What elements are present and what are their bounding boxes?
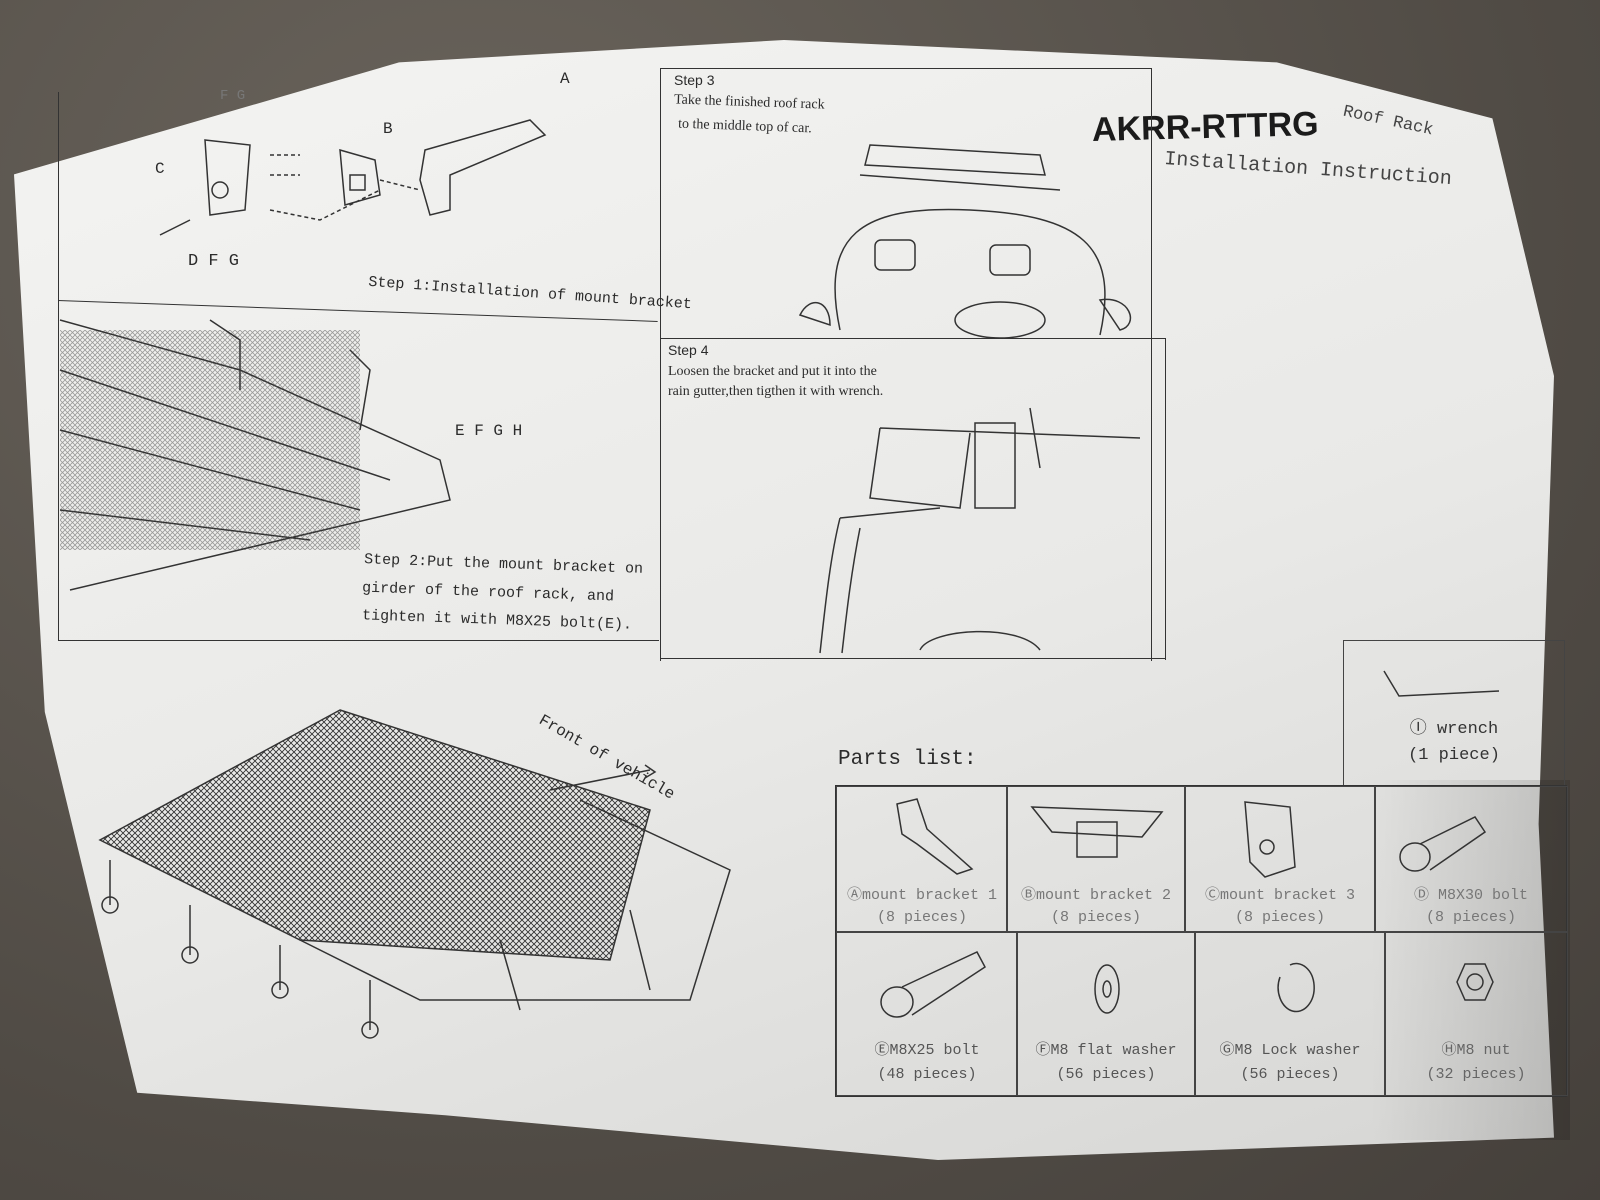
part-cell: ⒻM8 flat washer (56 pieces) (1016, 931, 1196, 1096)
parts-list-heading: Parts list: (838, 748, 977, 771)
step4-line1: Loosen the bracket and put it into the (668, 364, 877, 379)
part-name: Ⓓ M8X30 bolt (1413, 887, 1529, 904)
divider (660, 658, 1165, 659)
nut-icon (1456, 963, 1494, 1001)
part-cell-wrench: Ⓘ wrench (1 piece) (1343, 640, 1565, 787)
part-qty: (56 pieces) (1240, 1066, 1340, 1083)
part-name: ⒼM8 Lock washer (1219, 1042, 1361, 1059)
part-cell: ⒼM8 Lock washer (56 pieces) (1194, 931, 1386, 1096)
part-qty: (8 pieces) (1234, 909, 1325, 926)
part-name: Ⓐmount bracket 1 (846, 887, 998, 904)
mount-bracket-2-icon (1030, 806, 1164, 858)
part-qty: (8 pieces) (876, 909, 967, 926)
divider (1165, 338, 1166, 660)
step4-heading: Step 4 (668, 342, 709, 358)
callout-a: A (560, 70, 570, 88)
part-qty: (56 pieces) (1056, 1066, 1156, 1083)
m8x30-bolt-icon (1399, 816, 1487, 872)
part-name: ⒻM8 flat washer (1035, 1042, 1177, 1059)
step4-line2: rain gutter,then tigthen it with wrench. (668, 384, 884, 399)
part-name: Ⓘ wrench (1409, 720, 1499, 739)
part-cell: Ⓑmount bracket 2 (8 pieces) (1006, 786, 1186, 933)
callout-efgh: E F G H (455, 422, 523, 440)
parts-table: Ⓐmount bracket 1 (8 pieces) Ⓑmount brack… (835, 785, 1568, 1097)
m8x25-bolt-icon (880, 951, 986, 1018)
car-with-roof-rack-diagram (798, 144, 1131, 339)
part-qty: (8 pieces) (1050, 909, 1141, 926)
divider (660, 338, 1165, 339)
callout-dfg: D F G (188, 252, 240, 271)
rain-gutter-bracket-diagram (819, 407, 1141, 654)
mount-bracket-3-icon (1244, 801, 1296, 878)
part-qty: (8 pieces) (1425, 909, 1516, 926)
flat-washer-icon (1094, 964, 1120, 1014)
callout-fg: F G (220, 88, 246, 104)
part-qty: (48 pieces) (877, 1066, 977, 1083)
step3-heading: Step 3 (674, 72, 715, 88)
lock-washer-icon (1277, 962, 1315, 1013)
part-name: Ⓒmount bracket 3 (1204, 887, 1356, 904)
part-name: Ⓑmount bracket 2 (1020, 887, 1172, 904)
wrench-icon (1383, 670, 1500, 697)
part-cell: Ⓓ M8X30 bolt (8 pieces) (1374, 786, 1568, 933)
mount-bracket-1-icon (896, 798, 974, 875)
part-cell: Ⓐmount bracket 1 (8 pieces) (836, 786, 1008, 933)
callout-b: B (383, 120, 393, 138)
part-qty: (1 piece) (1408, 746, 1500, 765)
part-cell: ⒺM8X25 bolt (48 pieces) (836, 931, 1018, 1096)
roof-rack-girder-diagram (59, 319, 451, 591)
roof-rack-overview-diagram (98, 709, 731, 1039)
panel-step1-step2 (58, 92, 659, 641)
shadow (1370, 780, 1570, 1140)
panel-step3-step4 (660, 68, 1152, 661)
instruction-sheet (14, 40, 1554, 1160)
callout-c: C (155, 160, 165, 178)
part-cell: Ⓒmount bracket 3 (8 pieces) (1184, 786, 1376, 933)
part-cell: ⒽM8 nut (32 pieces) (1384, 931, 1568, 1096)
part-name: ⒺM8X25 bolt (874, 1042, 980, 1059)
part-name: ⒽM8 nut (1441, 1042, 1511, 1059)
part-qty: (32 pieces) (1426, 1066, 1526, 1083)
mount-bracket-exploded-diagram (159, 119, 547, 236)
